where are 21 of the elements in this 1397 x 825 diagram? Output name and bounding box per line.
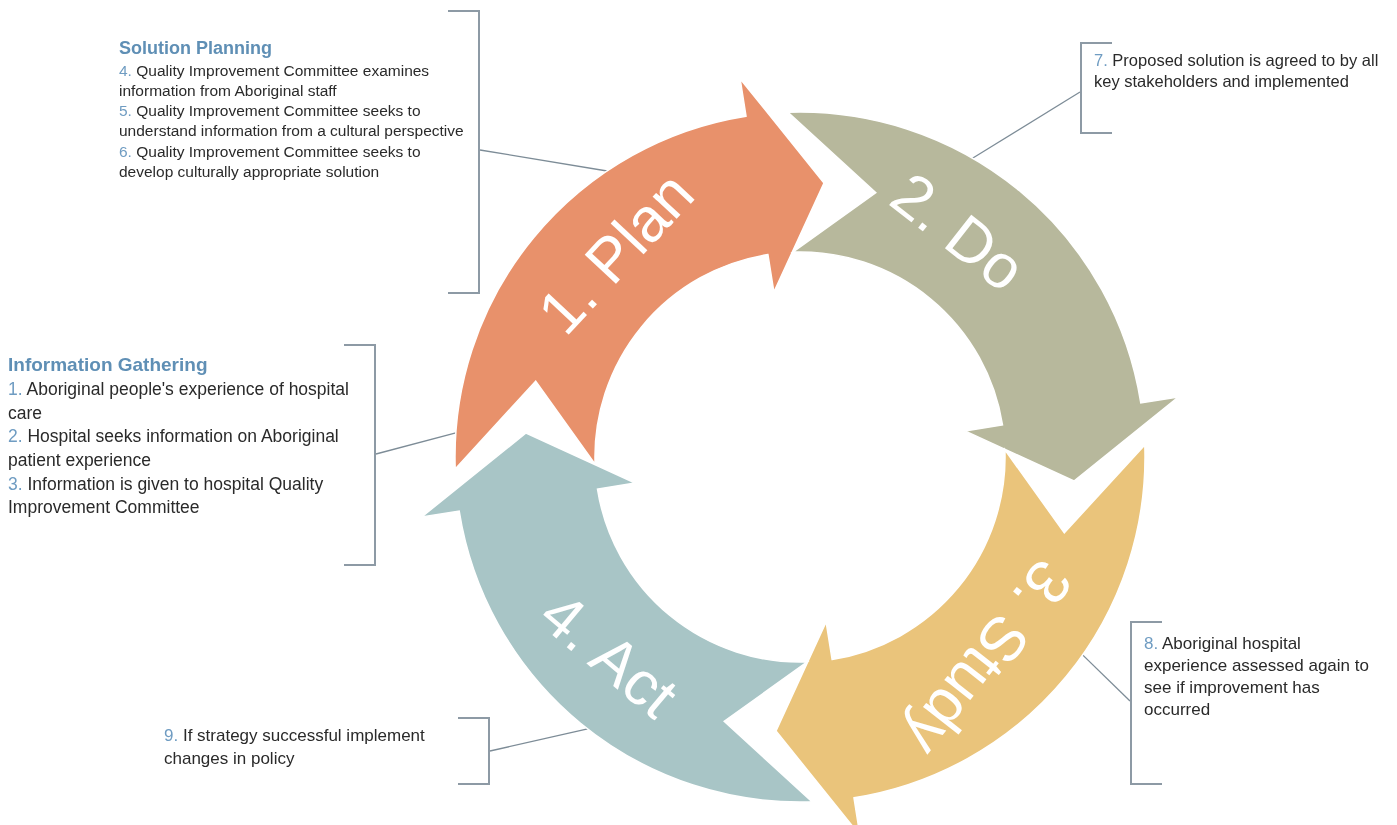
step-text: 2. Hospital seeks information on Aboriginal patient experience [8,425,340,472]
leader-line [489,728,589,752]
step-text: 5. Quality Improvement Committee seeks to understand information from a cultural perspective [119,101,464,142]
leader-line [479,149,608,172]
step-text: 6. Quality Improvement Committee seeks to develop culturally appropriate solution [119,141,422,182]
leader-line [375,432,457,455]
step-text: 7. Proposed solution is agreed to by all key stakeholders and implemented [1094,50,1380,93]
step-text: 8. Aboriginal hospital experience assessed again to see if improvement has occurred [1144,633,1370,722]
phase-label: 2. Do [880,161,1036,302]
section-heading: Information Gathering [8,354,209,376]
step-text: 9. If strategy successful implement changes in policy [164,725,426,770]
leader-line [971,91,1081,159]
phase-label: 4. Act [529,581,689,729]
step-text: 3. Information is given to hospital Quality Improvement Committee [8,472,325,520]
section-heading: Solution Planning [119,38,273,59]
cycle-segment [776,444,1145,825]
step-text: 4. Quality Improvement Committee examines information from Aboriginal staff [119,61,431,102]
step-text: 1. Aboriginal people's experience of hospital care [8,378,350,425]
leader-line [1081,654,1131,702]
phase-label: 1. Plan [527,160,705,345]
cycle-segment [787,112,1179,481]
